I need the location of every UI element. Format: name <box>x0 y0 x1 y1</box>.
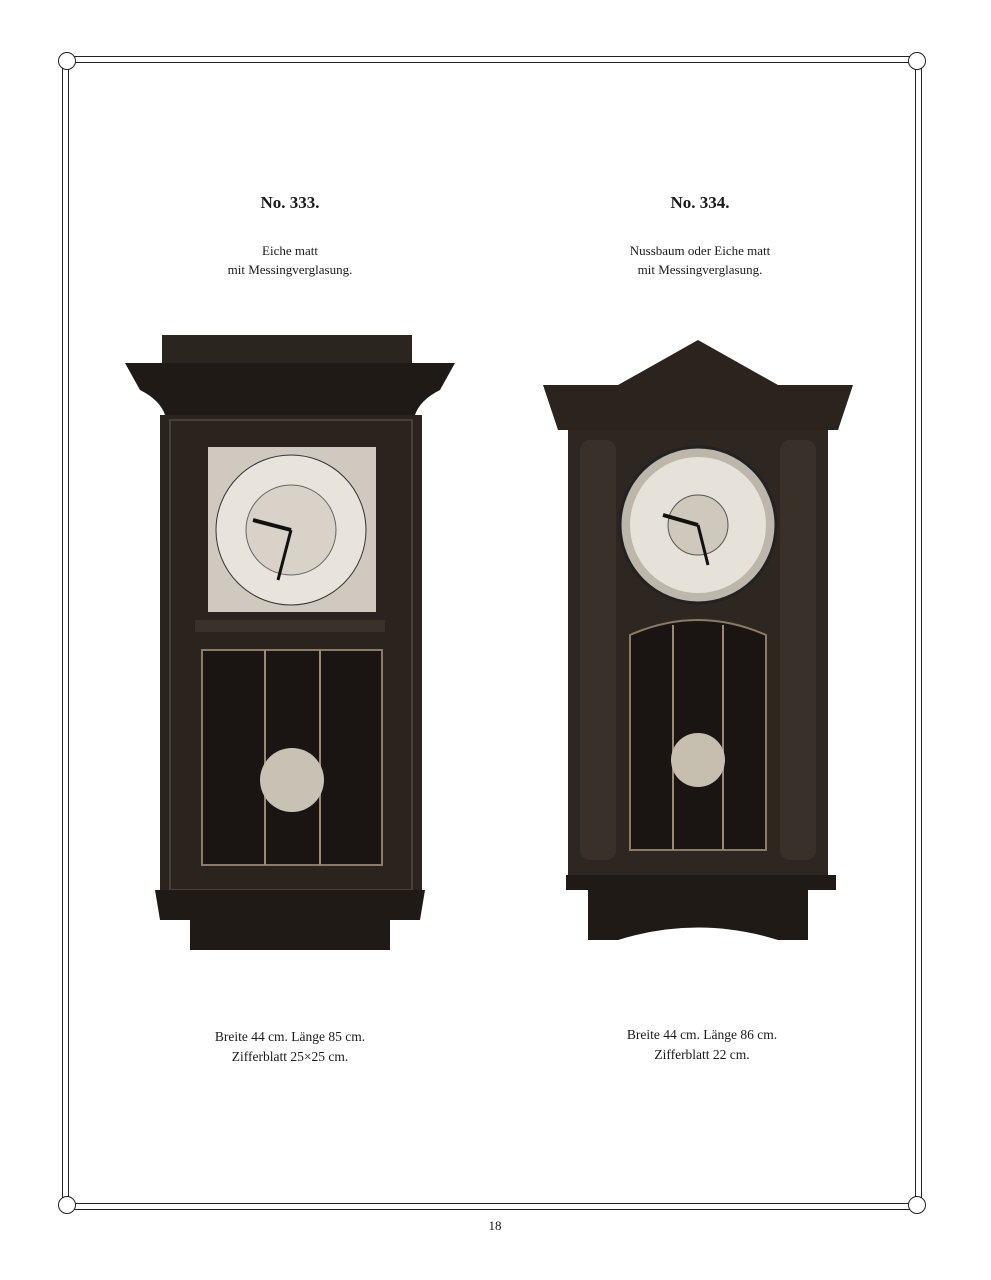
item-334-dial: Zifferblatt 22 cm. <box>654 1047 750 1062</box>
item-334-number: No. 334. <box>670 193 730 212</box>
item-334-glazing: mit Messingverglasung. <box>637 262 763 277</box>
item-333-dial: Zifferblatt 25×25 cm. <box>231 1049 349 1064</box>
clock-334-image <box>543 340 853 940</box>
corner-ornament <box>908 52 926 70</box>
corner-ornament <box>58 52 76 70</box>
page-number: 18 <box>488 1218 502 1233</box>
item-334-size: Breite 44 cm. Länge 86 cm. <box>626 1027 778 1042</box>
item-334-material: Nussbaum oder Eiche matt <box>629 243 771 258</box>
item-333-glazing: mit Messingverglasung. <box>227 262 353 277</box>
ornamental-border <box>62 56 922 1210</box>
item-333-material: Eiche matt <box>262 243 318 258</box>
corner-ornament <box>908 1196 926 1214</box>
clock-333-image <box>125 335 455 950</box>
ornamental-border-inner <box>68 62 916 1204</box>
item-333-number: No. 333. <box>260 193 320 212</box>
corner-ornament <box>58 1196 76 1214</box>
item-333-size: Breite 44 cm. Länge 85 cm. <box>214 1029 366 1044</box>
